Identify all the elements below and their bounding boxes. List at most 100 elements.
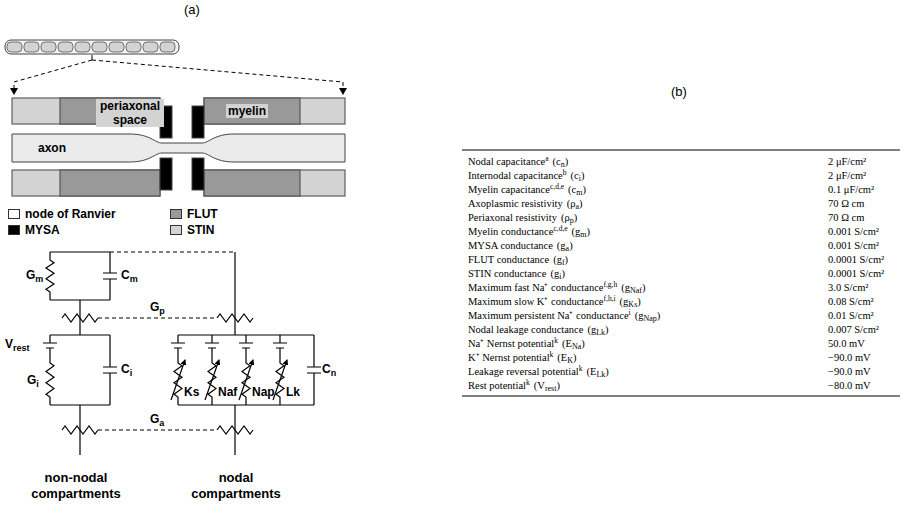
parameter-name: Nodal leakage conductance xyxy=(468,324,583,335)
table-row: Rest potentialk(Vrest) xyxy=(468,379,560,392)
parameter-value: 70 Ω cm xyxy=(828,211,864,224)
parameter-name: K⁺ Nernst potential xyxy=(468,352,550,363)
battery-symbol xyxy=(205,335,219,355)
parameter-name: Maximum fast Na⁺ conductance xyxy=(468,282,604,293)
parameter-value: 0.001 S/cm² xyxy=(828,225,879,238)
equivalent-circuit xyxy=(43,252,321,455)
table-row: FLUT conductance(gf) xyxy=(468,253,568,266)
battery-symbol xyxy=(43,335,57,355)
node-region xyxy=(12,98,345,196)
table-row: Maximum persistent Na⁺ conductancei (gNap… xyxy=(468,309,660,322)
parameter-symbol: (gNap) xyxy=(635,310,661,321)
legend-text: STIN xyxy=(187,223,214,237)
legend-swatch xyxy=(8,209,20,219)
channel-label: Ks xyxy=(184,385,199,399)
parameter-name: Na⁺ Nernst potential xyxy=(468,338,554,349)
variable-arrow xyxy=(205,360,219,400)
parameter-value: 0.01 S/cm² xyxy=(828,309,874,322)
table-row: MYSA conductance (ga) xyxy=(468,239,573,252)
parameter-value: 2 μF/cm² xyxy=(828,169,866,182)
footnote-mark: c,d,e xyxy=(553,224,567,233)
circuit-label: Cm xyxy=(121,268,138,282)
footnote-mark: b xyxy=(563,168,567,177)
table-row: K⁺ Nernst potentialk(EK) xyxy=(468,351,577,364)
table-row: Axoplasmic resistivity(ρa) xyxy=(468,197,583,210)
fiber xyxy=(5,40,179,54)
parameter-name: Maximum slow K⁺ conductance xyxy=(468,296,604,307)
parameter-value: 50.0 mV xyxy=(828,337,865,350)
legend-text: FLUT xyxy=(187,207,218,221)
table-row: Maximum fast Na⁺ conductancef,g,h(gNaf) xyxy=(468,281,646,294)
battery-symbol xyxy=(239,335,253,355)
footnote-mark: f,h,i xyxy=(604,294,616,303)
legend-text: node of Ranvier xyxy=(25,207,116,221)
footnote-mark: k xyxy=(554,336,558,345)
parameter-symbol: (gNaf) xyxy=(621,282,645,293)
parameter-value: −80.0 mV xyxy=(828,379,871,392)
parameter-value: 0.1 μF/cm² xyxy=(828,183,874,196)
part-label: periaxonal space xyxy=(96,99,164,127)
part-label: axon xyxy=(36,141,68,155)
table-row: Nodal leakage conductance(gLk) xyxy=(468,323,609,336)
resistor-symbol xyxy=(46,252,54,300)
parameter-value: 0.001 S/cm² xyxy=(828,239,879,252)
parameter-name: Internodal capacitance xyxy=(468,170,563,181)
channel-label: Naf xyxy=(218,385,237,399)
parameter-symbol: (gKs) xyxy=(620,296,641,307)
zoom-line xyxy=(14,60,92,94)
resistor-symbol xyxy=(217,426,253,434)
wire xyxy=(50,334,110,335)
parameter-value: 2 μF/cm² xyxy=(828,155,866,168)
capacitor-symbol xyxy=(307,335,321,405)
table-row: Na⁺ Nernst potentialk(ENa) xyxy=(468,337,585,350)
legend-text: MYSA xyxy=(25,223,60,237)
parameter-symbol: (gm) xyxy=(572,226,590,237)
table-row: Leakage reversal potentialk(ELk) xyxy=(468,365,609,378)
footnote-mark: f,g,h xyxy=(604,280,618,289)
circuit-label: Vrest xyxy=(5,337,30,351)
capacitor-symbol xyxy=(103,252,117,300)
parameter-name: Axoplasmic resistivity xyxy=(468,198,563,209)
battery-symbol xyxy=(171,335,185,355)
channel-label: Lk xyxy=(286,385,300,399)
table-row: Myelin capacitancec,d,e (cm) xyxy=(468,183,586,196)
parameter-name: FLUT conductance xyxy=(468,254,549,265)
parameter-value: −90.0 mV xyxy=(828,351,871,364)
parameter-symbol: (cn) xyxy=(553,156,569,167)
variable-arrow xyxy=(273,360,287,400)
compartment-label: nodal compartments xyxy=(180,470,292,502)
zoom-line xyxy=(92,60,343,94)
panel-label: (b) xyxy=(671,84,687,99)
parameter-name: Leakage reversal potential xyxy=(468,366,579,377)
legend-swatch xyxy=(170,225,182,235)
footnote-mark: k xyxy=(550,350,554,359)
circuit-label: Cn xyxy=(322,362,336,376)
parameter-symbol: (cm) xyxy=(568,184,586,195)
compartment-label: non-nodal compartments xyxy=(20,470,132,502)
parameter-symbol: (ga) xyxy=(557,240,573,251)
table-row: Myelin conductancec,d,e(gm) xyxy=(468,225,590,238)
legend-swatch xyxy=(8,225,20,235)
capacitor-symbol xyxy=(103,335,117,405)
parameter-value: 0.0001 S/cm² xyxy=(828,253,884,266)
parameter-name: MYSA conductance xyxy=(468,240,553,251)
parameter-name: Myelin capacitance xyxy=(468,184,550,195)
parameter-value: 70 Ω cm xyxy=(828,197,864,210)
dashed-link xyxy=(110,251,235,252)
parameter-name: Maximum persistent Na⁺ conductance xyxy=(468,310,629,321)
footnote-mark: k xyxy=(526,378,530,387)
parameter-symbol: (ELk) xyxy=(587,366,609,377)
parameter-value: 0.0001 S/cm² xyxy=(828,267,884,280)
table-row: Internodal capacitanceb(ci) xyxy=(468,169,584,182)
footnote-mark: c,d,e xyxy=(550,182,564,191)
resistor-symbol xyxy=(46,355,54,405)
resistor-symbol xyxy=(217,314,253,322)
parameter-value: 0.08 S/cm² xyxy=(828,295,874,308)
footnote-mark: i xyxy=(629,308,631,317)
circuit-label: Gm xyxy=(26,268,43,282)
parameter-symbol: (EK) xyxy=(557,352,576,363)
table-row: Periaxonal resistivity(ρp) xyxy=(468,211,577,224)
variable-arrow xyxy=(239,360,253,400)
circuit-label: Gi xyxy=(27,373,39,387)
